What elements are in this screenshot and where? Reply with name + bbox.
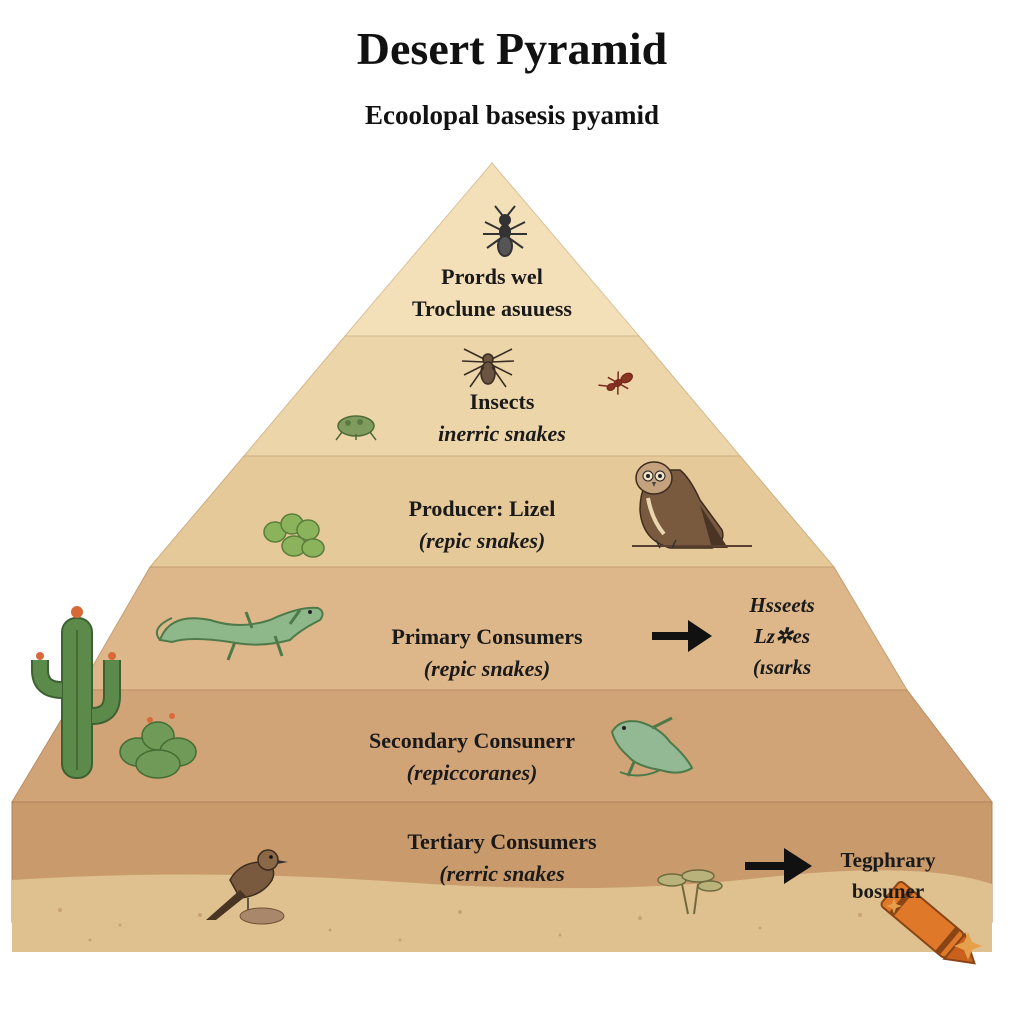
- side-label-primary: Hsseets Lz✲es (ısarks: [712, 590, 852, 683]
- page-subtitle: Ecoolopal basesis pyamid: [364, 100, 660, 130]
- red-ant-icon: [598, 371, 633, 395]
- owl-icon: [632, 461, 752, 549]
- level-name: Primary Consumers: [391, 624, 583, 649]
- ant-icon: [483, 205, 527, 257]
- side-line: bosuner: [851, 879, 925, 903]
- page-title: Desert Pyramid: [356, 23, 668, 74]
- shrub-icon: [119, 713, 197, 779]
- level-name: Secondary Consunerr: [369, 728, 575, 753]
- side-line: (ısarks: [752, 655, 812, 679]
- lizard-icon: [156, 606, 324, 661]
- level-label-secondary: Secondary Consunerr (repiccoranes): [332, 725, 612, 789]
- side-line: Tegphrary: [840, 848, 936, 872]
- level-detail: (repic snakes): [418, 528, 546, 553]
- level-detail: (repiccoranes): [406, 760, 538, 785]
- arrow-right-icon: [652, 620, 712, 652]
- level-label-producer: Producer: Lizel (repic snakes): [372, 493, 592, 557]
- bird-icon: [206, 849, 288, 925]
- spider-icon: [461, 348, 515, 388]
- level-name: Insects: [469, 389, 535, 414]
- lizard-icon-secondary: [610, 716, 694, 777]
- level-name: Producer: Lizel: [408, 496, 556, 521]
- caterpillar-icon: [263, 513, 325, 558]
- level-label-tertiary: Tertiary Consumers (rerric snakes: [372, 826, 632, 890]
- level-label-primary: Primary Consumers (repic snakes): [352, 621, 622, 685]
- side-line: Hsseets: [749, 593, 815, 617]
- level-name: Tertiary Consumers: [407, 829, 597, 854]
- side-label-tertiary: Tegphrary bosuner: [818, 845, 958, 907]
- level-detail: inerric snakes: [438, 421, 566, 446]
- sparkle-icon: [886, 898, 982, 960]
- level-label-insects: Insects inerric snakes: [392, 386, 612, 450]
- level-name: Prords wel: [441, 264, 543, 289]
- level-detail: Troclune asuuess: [412, 296, 572, 321]
- cactus-icon: [31, 606, 121, 779]
- mushroom-icon: [657, 869, 723, 915]
- beetle-icon: [335, 415, 377, 441]
- level-detail: (rerric snakes: [439, 861, 565, 886]
- level-label-top: Prords wel Troclune asuuess: [392, 261, 592, 325]
- arrow-right-icon-tertiary: [745, 848, 812, 884]
- side-line: Lz✲es: [753, 624, 811, 648]
- level-detail: (repic snakes): [423, 656, 551, 681]
